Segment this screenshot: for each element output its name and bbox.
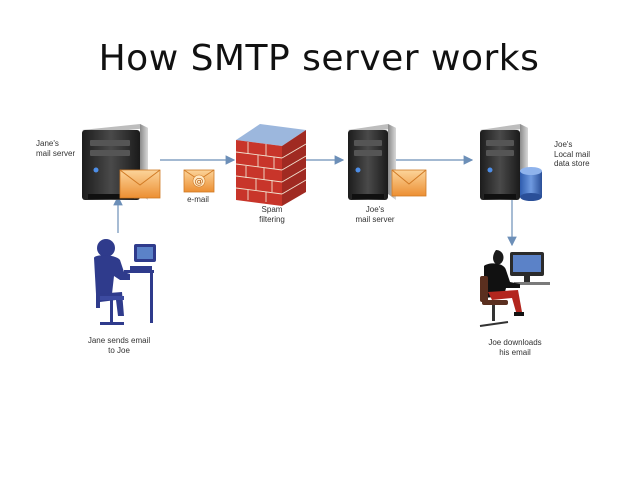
joe-server-icon <box>348 124 396 200</box>
firewall-icon <box>235 124 307 206</box>
label-spam-filtering: Spam filtering <box>259 205 285 224</box>
label-email: e-mail <box>187 195 209 204</box>
label-joe-mail-server: Joe's mail server <box>355 205 395 224</box>
database-cylinder-icon <box>520 167 542 201</box>
connectors <box>113 155 517 247</box>
jane-user-icon <box>94 239 156 325</box>
label-jane-sends-email: Jane sends email to Joe <box>87 336 151 355</box>
envelope-icon <box>119 169 161 199</box>
slide-title: How SMTP server works <box>98 38 540 79</box>
envelope-icon <box>391 169 427 197</box>
email-envelope-icon: @ <box>183 169 215 193</box>
at-symbol: @ <box>195 177 204 187</box>
label-joe-local-data-store: Joe's Local mail data store <box>554 140 591 168</box>
label-joe-downloads-email: Joe downloads his email <box>488 338 542 357</box>
joe-user-icon <box>479 250 550 327</box>
label-jane-mail-server: Jane's mail server <box>36 139 76 158</box>
